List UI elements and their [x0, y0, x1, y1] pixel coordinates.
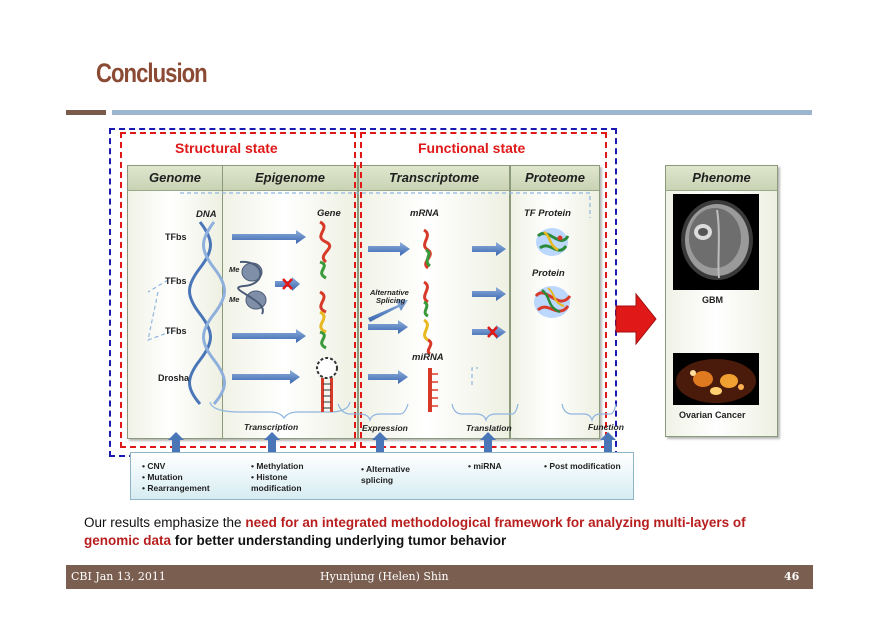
page-number: 46 [784, 570, 800, 583]
structural-state-outline [120, 132, 356, 448]
measurement-types-box [130, 452, 634, 500]
footer-presenter: Hyunjung (Helen) Shin [320, 570, 449, 583]
methyl-label-1: Me [229, 265, 240, 274]
slide-footer: CBI Jan 13, 2011 Hyunjung (Helen) Shin 4… [66, 565, 813, 589]
list-item: • miRNA [468, 461, 502, 471]
drosha-label: Drosha [158, 373, 190, 383]
mrna-label: mRNA [410, 208, 440, 219]
gbm-brain-scan-image [673, 194, 759, 290]
gbm-label: GBM [702, 295, 723, 305]
mirna-hairpin-icon [316, 357, 338, 412]
title-rule [112, 110, 812, 115]
footer-event: CBI Jan 13, 2011 [71, 570, 166, 583]
transcription-label: Transcription [244, 422, 299, 432]
functional-state-label: Functional state [418, 140, 526, 156]
histone-icon [237, 260, 267, 315]
transcriptome-arrows [368, 242, 506, 384]
mrna-icon [423, 228, 433, 356]
conclusion-highlight: need for an integrated methodological fr… [84, 515, 746, 548]
phenome-header: Phenome [666, 166, 777, 191]
tf-protein-label: TF Protein [524, 208, 571, 219]
conclusion-prefix: Our results emphasize the [84, 515, 246, 530]
translation-label: Translation [466, 423, 512, 433]
list-item: modification [251, 483, 302, 493]
functional-state-outline [360, 132, 607, 448]
transcriptome-header: Transcriptome [359, 166, 509, 191]
ovarian-cancer-scan-image [673, 353, 759, 405]
alt-splicing-label-1: Alternative [370, 288, 409, 297]
mirna-measurements: • miRNA [468, 461, 502, 472]
expression-label: Expression [362, 423, 408, 433]
gene-rna-icon [319, 220, 332, 350]
list-item: • Methylation [251, 461, 304, 471]
conclusion-suffix: for better understanding underlying tumo… [171, 533, 507, 548]
mirna-label: miRNA [412, 352, 444, 363]
function-label: Function [588, 422, 624, 432]
inhibition-x-icon [282, 278, 498, 338]
list-item: • CNV [142, 461, 166, 471]
epigenome-panel: Epigenome [222, 165, 358, 439]
phenotype-arrow-icon [615, 292, 657, 346]
regulation-dashed-lines [147, 192, 591, 385]
conclusion-text: Our results emphasize the need for an in… [84, 514, 804, 550]
ovarian-cancer-label: Ovarian Cancer [679, 410, 746, 420]
tfbs-label-3: TFbs [165, 326, 187, 336]
methyl-label-2: Me [229, 295, 240, 304]
list-item: • Mutation [142, 472, 183, 482]
gene-label: Gene [317, 208, 341, 219]
epigenome-arrows [232, 230, 306, 384]
epigenome-measurements: • Methylation • Histone modification [251, 461, 304, 494]
list-item: • Alternative [361, 464, 410, 474]
transcriptome-measurements: • Alternative splicing [361, 464, 410, 486]
list-item: • Rearrangement [142, 483, 210, 493]
alt-splicing-label-2: Splicing [376, 296, 406, 305]
transcriptome-panel: Transcriptome [358, 165, 510, 439]
tfbs-label-1: TFbs [165, 232, 187, 242]
phase-brackets [209, 401, 617, 422]
genome-header: Genome [128, 166, 222, 191]
dna-label: DNA [196, 209, 217, 220]
mirna-icon [428, 368, 438, 412]
measurement-up-arrows [168, 432, 616, 452]
protein-label: Protein [532, 268, 565, 279]
list-item: • Histone [251, 472, 288, 482]
epigenome-header: Epigenome [223, 166, 357, 191]
title-rule-accent [66, 110, 106, 115]
dna-helix-icon [188, 221, 226, 405]
list-item: • Post modification [544, 461, 621, 471]
protein-icon [534, 286, 572, 318]
genome-measurements: • CNV • Mutation • Rearrangement [142, 461, 210, 494]
tf-protein-icon [536, 228, 570, 256]
structural-state-label: Structural state [175, 140, 278, 156]
genome-panel: Genome [127, 165, 223, 439]
proteome-measurements: • Post modification [544, 461, 621, 472]
list-item: splicing [361, 475, 394, 485]
slide-title: Conclusion [96, 58, 208, 88]
tfbs-label-2: TFbs [165, 276, 187, 286]
proteome-header: Proteome [511, 166, 599, 191]
